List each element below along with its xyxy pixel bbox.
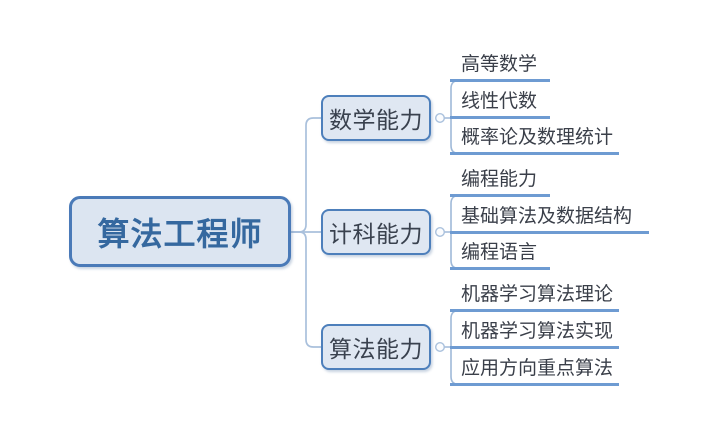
branch-topic-cs[interactable]: 计科能力 [321, 209, 431, 255]
subtopic-probability-statistics[interactable]: 概率论及数理统计 [450, 123, 619, 155]
subtopic-application-key-algorithms[interactable]: 应用方向重点算法 [450, 354, 619, 386]
root-topic[interactable]: 算法工程师 [69, 196, 291, 267]
collapse-toggle-icon[interactable] [435, 112, 446, 123]
subtopic-ml-theory[interactable]: 机器学习算法理论 [450, 280, 619, 312]
subtopic-programming-languages[interactable]: 编程语言 [450, 238, 550, 270]
branch-topic-algorithm[interactable]: 算法能力 [321, 324, 431, 370]
subtopic-algorithms-data-structures[interactable]: 基础算法及数据结构 [450, 202, 649, 234]
subtopic-linear-algebra[interactable]: 线性代数 [450, 87, 550, 119]
subtopic-advanced-math[interactable]: 高等数学 [450, 50, 550, 82]
subtopic-programming-ability[interactable]: 编程能力 [450, 165, 550, 197]
branch-topic-math[interactable]: 数学能力 [321, 95, 431, 141]
connector-root-to-branch-1 [290, 117, 322, 233]
subtopic-ml-implementation[interactable]: 机器学习算法实现 [450, 317, 619, 349]
connector-root-to-branch-3 [290, 231, 322, 348]
collapse-toggle-icon[interactable] [435, 226, 446, 237]
collapse-toggle-icon[interactable] [435, 342, 446, 353]
